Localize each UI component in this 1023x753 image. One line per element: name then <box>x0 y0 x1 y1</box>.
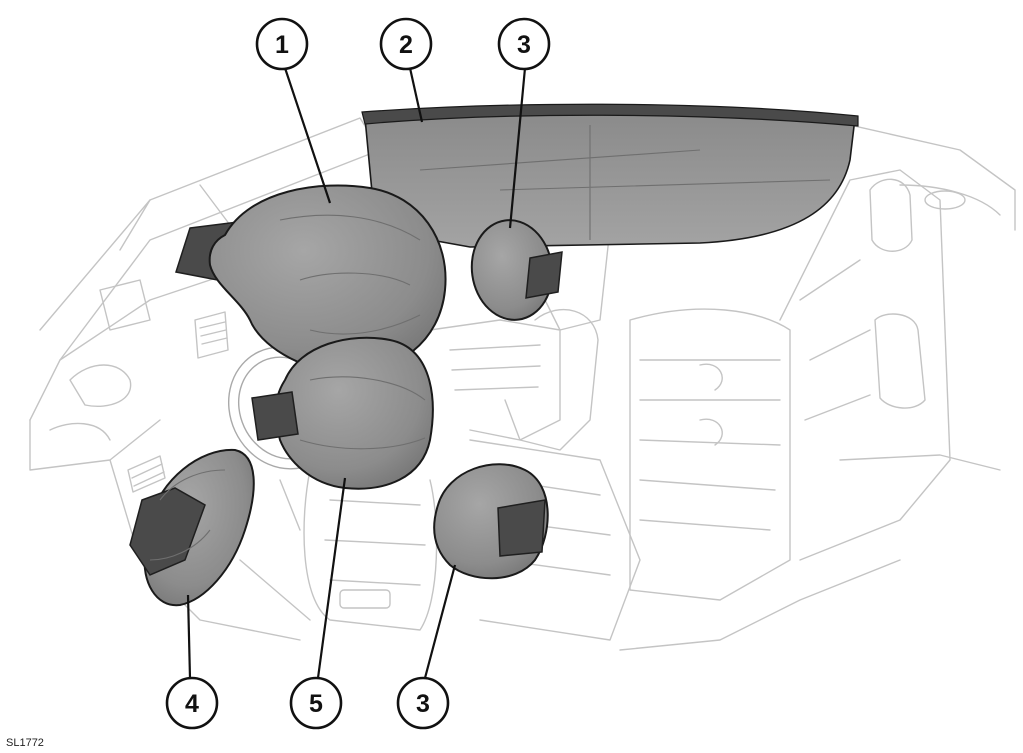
callout-label: 1 <box>275 31 289 59</box>
callout-4: 4 <box>165 676 219 730</box>
callout-label: 5 <box>309 690 323 718</box>
callout-2: 2 <box>379 17 433 71</box>
leader-line-2 <box>408 67 424 123</box>
leader-line-3-lower <box>423 564 457 679</box>
leader-line-1 <box>283 67 332 204</box>
side-curtain-airbag <box>361 103 859 248</box>
callout-3-upper: 3 <box>497 17 551 71</box>
dashboard-vent <box>194 311 229 359</box>
leader-lines <box>186 67 527 679</box>
leader-line-3-upper <box>508 67 527 229</box>
callout-label: 3 <box>517 31 531 59</box>
lower-vent <box>127 455 166 493</box>
knee-airbag <box>129 448 255 607</box>
callout-5: 5 <box>289 676 343 730</box>
figure-reference-code: SL1772 <box>6 737 44 749</box>
rear-door <box>779 169 1001 561</box>
callout-1: 1 <box>255 17 309 71</box>
driver-front-airbag <box>175 184 447 374</box>
callout-label: 3 <box>416 690 430 718</box>
passenger-front-airbag <box>251 336 434 490</box>
callout-label: 4 <box>185 690 199 718</box>
rear-seat <box>629 308 791 601</box>
callout-label: 2 <box>399 31 413 59</box>
callout-3-lower: 3 <box>396 676 450 730</box>
leader-line-4 <box>186 594 192 679</box>
rear-side-airbag <box>470 219 563 321</box>
front-side-airbag <box>433 463 549 580</box>
front-seat-left <box>303 469 438 631</box>
leader-line-5 <box>316 477 347 679</box>
